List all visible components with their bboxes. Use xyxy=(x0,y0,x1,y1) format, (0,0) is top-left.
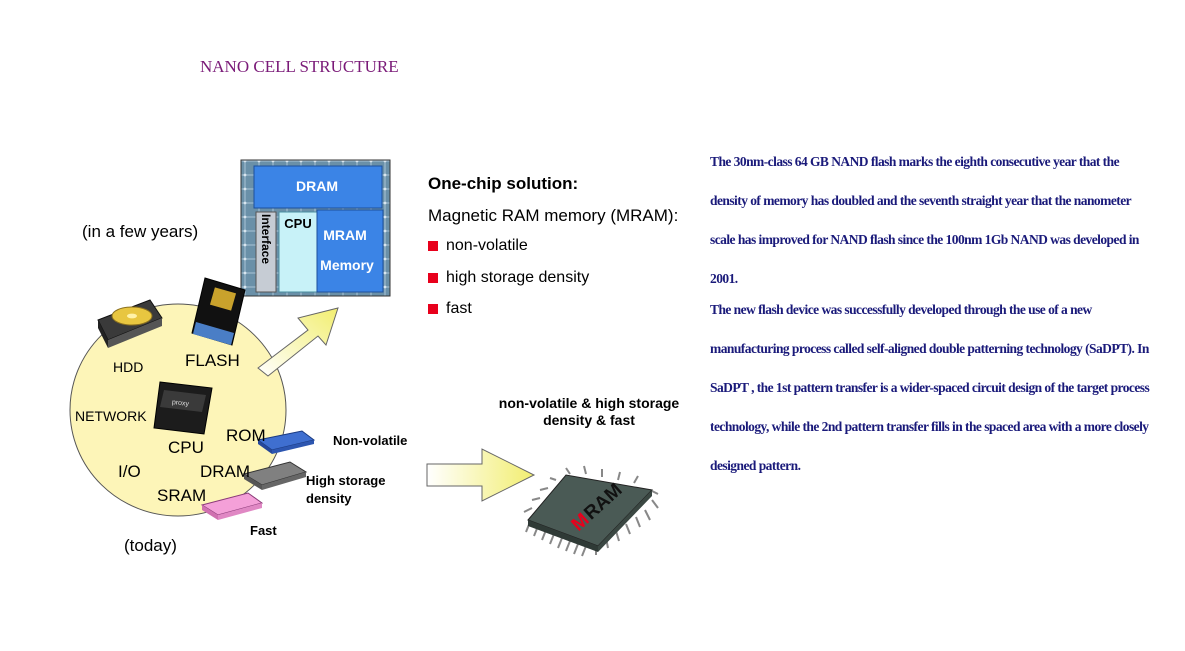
network-card-label: proxy xyxy=(172,399,190,408)
network-card-icon: proxy xyxy=(153,381,213,435)
dram-chip-icon xyxy=(242,461,308,490)
solution-panel: One-chip solution: Magnetic RAM memory (… xyxy=(428,174,678,318)
page-title: NANO CELL STRUCTURE xyxy=(200,57,399,76)
fast-label: Fast xyxy=(250,523,277,538)
dram-block-label: DRAM xyxy=(296,178,338,194)
bullet-square-icon xyxy=(428,241,438,251)
interface-block xyxy=(255,211,277,293)
high-storage-label-line2: density xyxy=(306,491,352,506)
flash-card-icon xyxy=(191,277,246,346)
today-label: (today) xyxy=(124,536,177,555)
hdd-label: HDD xyxy=(113,359,143,375)
bullet-text: fast xyxy=(446,300,472,317)
hdd-icon xyxy=(97,299,163,348)
solution-heading: One-chip solution: xyxy=(428,174,579,193)
combine-arrow xyxy=(426,448,536,502)
io-label: I/O xyxy=(118,462,141,481)
bullet-square-icon xyxy=(428,304,438,314)
paragraph-sadpt: The new flash device was successfully de… xyxy=(710,302,1150,473)
dram-block xyxy=(253,165,383,209)
interface-block-label: Interface xyxy=(259,214,273,264)
mram-chip-icon: M RAM xyxy=(523,465,659,557)
rom-chip-icon xyxy=(256,430,316,454)
dram-label: DRAM xyxy=(200,462,250,481)
combined-label-line2: density & fast xyxy=(543,412,635,428)
network-label: NETWORK xyxy=(75,408,147,424)
bullet-square-icon xyxy=(428,273,438,283)
cpu-block-label: CPU xyxy=(284,216,311,231)
paragraph-nand-flash: The 30nm-class 64 GB NAND flash marks th… xyxy=(710,154,1139,286)
flash-label: FLASH xyxy=(185,351,240,370)
mram-block xyxy=(316,209,384,293)
upgrade-arrow xyxy=(257,307,339,377)
bullet-fast: fast xyxy=(428,300,678,318)
combined-label-line1: non-volatile & high storage xyxy=(499,395,680,411)
bullet-high-storage-density: high storage density xyxy=(428,269,678,287)
rom-label: ROM xyxy=(226,426,266,445)
sram-label: SRAM xyxy=(157,486,206,505)
bullet-non-volatile: non-volatile xyxy=(428,237,678,255)
sram-chip-icon xyxy=(200,492,264,520)
high-storage-label-line1: High storage xyxy=(306,473,385,488)
bullet-text: high storage density xyxy=(446,269,590,286)
bullet-text: non-volatile xyxy=(446,237,528,254)
cpu-label: CPU xyxy=(168,438,204,457)
memory-block-label: Memory xyxy=(320,257,374,273)
non-volatile-label: Non-volatile xyxy=(333,433,407,448)
mram-block-label: MRAM xyxy=(323,227,367,243)
memory-diagram: DRAM CPU MRAM Memory Interface proxy xyxy=(69,159,680,557)
solution-subheading: Magnetic RAM memory (MRAM): xyxy=(428,206,679,225)
one-chip-block: DRAM CPU MRAM Memory Interface xyxy=(240,159,391,297)
cpu-block xyxy=(278,211,318,293)
future-label: (in a few years) xyxy=(82,222,198,241)
